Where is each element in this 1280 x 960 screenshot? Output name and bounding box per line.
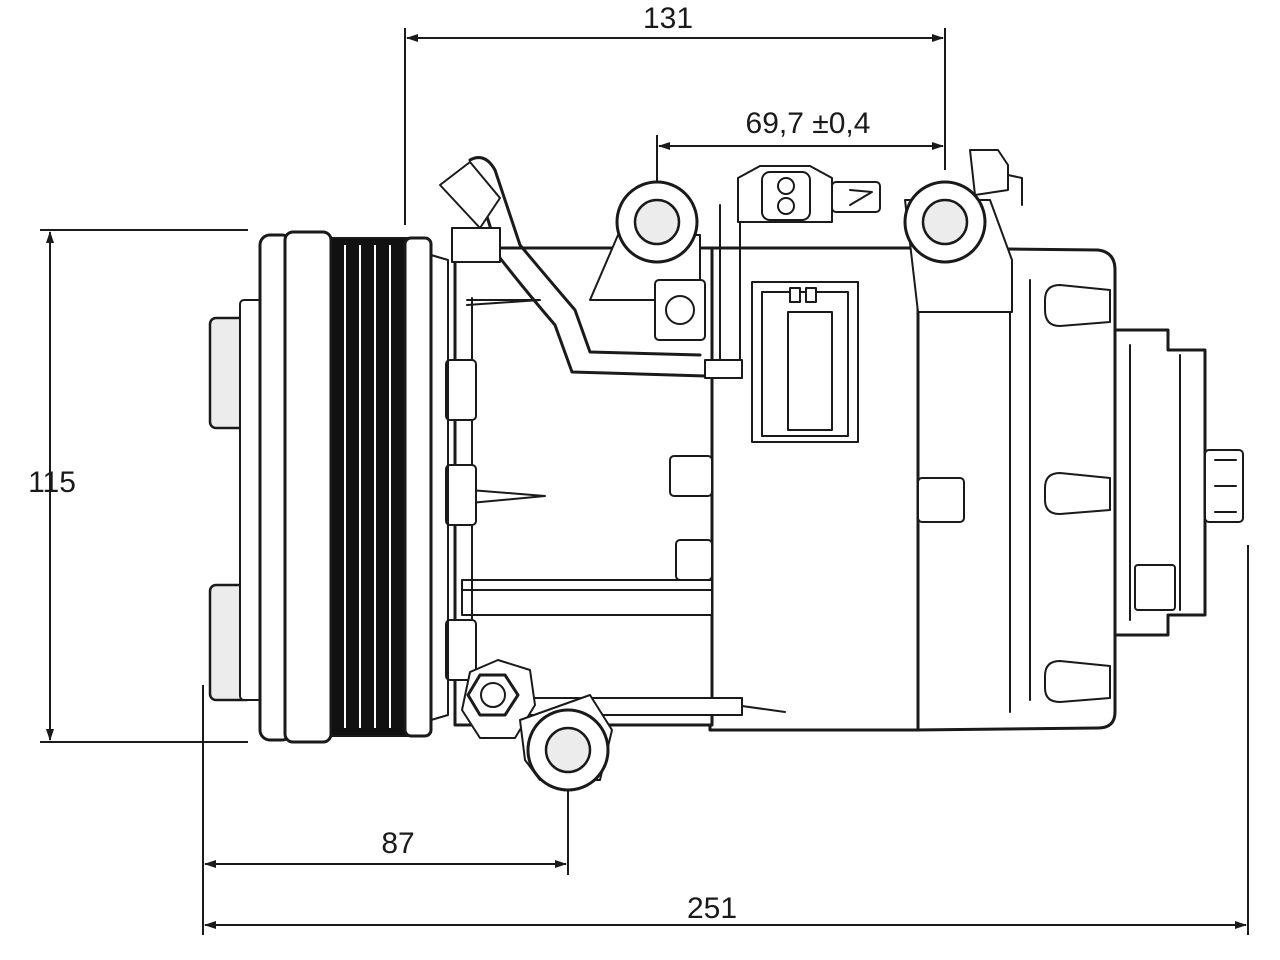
clutch-plate [208, 233, 294, 742]
bottom-port-lower [519, 694, 613, 792]
dim-label-69-7: 69,7 ±0,4 [746, 107, 871, 140]
dim-label-115: 115 [28, 466, 76, 499]
dim-label-251: 251 [687, 892, 737, 925]
dimension-height [40, 229, 248, 743]
rear-flange [1044, 284, 1244, 703]
dimension-overall-length [204, 545, 1249, 935]
electrical-connector [737, 165, 881, 223]
suction-pipe [439, 156, 743, 379]
dim-label-131: 131 [643, 2, 693, 35]
dim-label-87: 87 [381, 827, 414, 860]
compressor-body [445, 246, 1117, 732]
bottom-port-nut [461, 659, 536, 739]
dimension-top-width [404, 28, 946, 225]
top-port-right [903, 149, 1023, 313]
pulley [283, 230, 449, 744]
top-port-left [589, 180, 706, 341]
